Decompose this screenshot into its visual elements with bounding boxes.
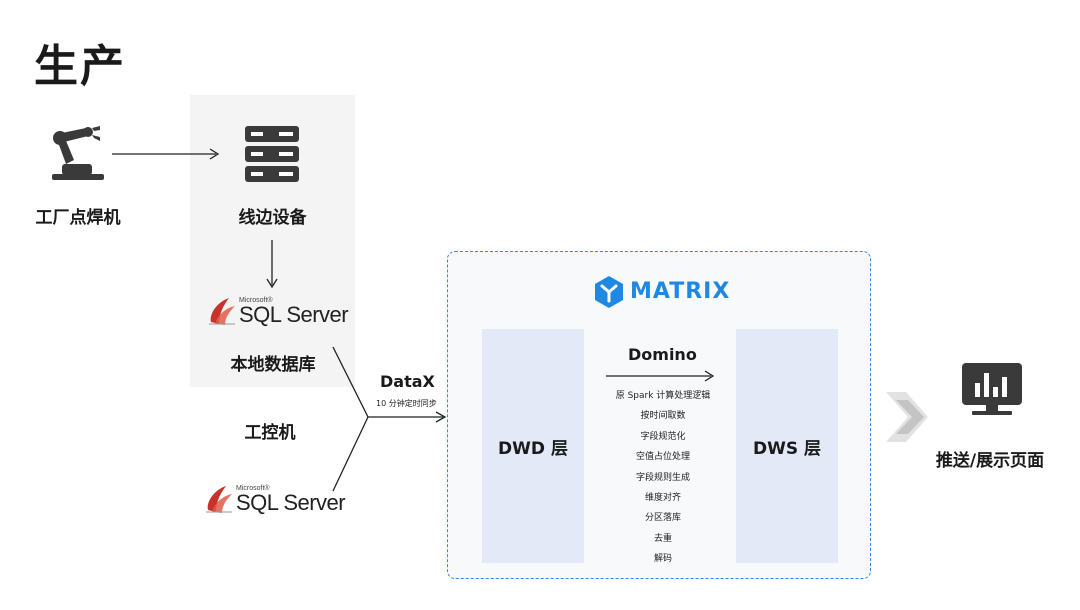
- bar-chart-monitor-icon: [962, 363, 1022, 415]
- step-item: 字段规范化: [640, 431, 686, 442]
- datax-label: DataX: [380, 372, 435, 391]
- step-item: 分区落库: [644, 513, 681, 524]
- step-item: 空值占位处理: [635, 452, 690, 463]
- step-item: 去重: [653, 533, 672, 544]
- sql-server-icon: [206, 486, 232, 513]
- sql-server-logo-top: Microsoft® SQL Server: [207, 294, 349, 327]
- sql-server-text: SQL Server: [236, 490, 346, 515]
- processing-steps: 原 Spark 计算处理逻辑 按时间取数 字段规范化 空值占位处理 字段规则生成…: [600, 388, 726, 572]
- dwd-layer-label: DWD 层: [498, 438, 568, 459]
- dws-layer-label: DWS 层: [752, 438, 822, 459]
- sql-server-icon: [209, 298, 235, 325]
- step-item: 原 Spark 计算处理逻辑: [615, 391, 711, 401]
- matrix-logo-icon: [595, 276, 623, 308]
- local-db-label: 本地数据库: [230, 355, 316, 375]
- robot-arm-icon: [52, 126, 104, 180]
- dwd-layer: DWD 层: [482, 329, 584, 563]
- datax-merge-arrows: [332, 346, 447, 492]
- push-display-label: 推送/展示页面: [935, 451, 1045, 471]
- arrow-device-to-db: [266, 240, 278, 289]
- dws-layer: DWS 层: [736, 329, 838, 563]
- sql-server-logo-bottom: Microsoft® SQL Server: [204, 482, 346, 515]
- sql-server-text: SQL Server: [239, 302, 349, 327]
- microsoft-text: Microsoft®: [236, 485, 270, 492]
- step-item: 字段规则生成: [635, 472, 690, 483]
- step-item: 维度对齐: [644, 492, 681, 503]
- ipc-label: 工控机: [244, 423, 296, 443]
- step-item: 解码: [653, 554, 672, 565]
- arrow-dwd-to-dws: [606, 370, 715, 382]
- edge-device-label: 线边设备: [238, 208, 307, 228]
- page-title: 生产: [34, 41, 126, 92]
- welder-label: 工厂点焊机: [35, 208, 121, 228]
- domino-label: Domino: [628, 345, 697, 364]
- matrix-brand: MATRIX: [630, 279, 731, 304]
- arrow-welder-to-device: [112, 148, 220, 160]
- datax-schedule: 10 分钟定时同步: [376, 399, 437, 408]
- step-item: 按时间取数: [640, 411, 686, 422]
- server-rack-icon: [245, 126, 299, 182]
- chevron-right-icon: [886, 392, 928, 442]
- microsoft-text: Microsoft®: [239, 297, 273, 304]
